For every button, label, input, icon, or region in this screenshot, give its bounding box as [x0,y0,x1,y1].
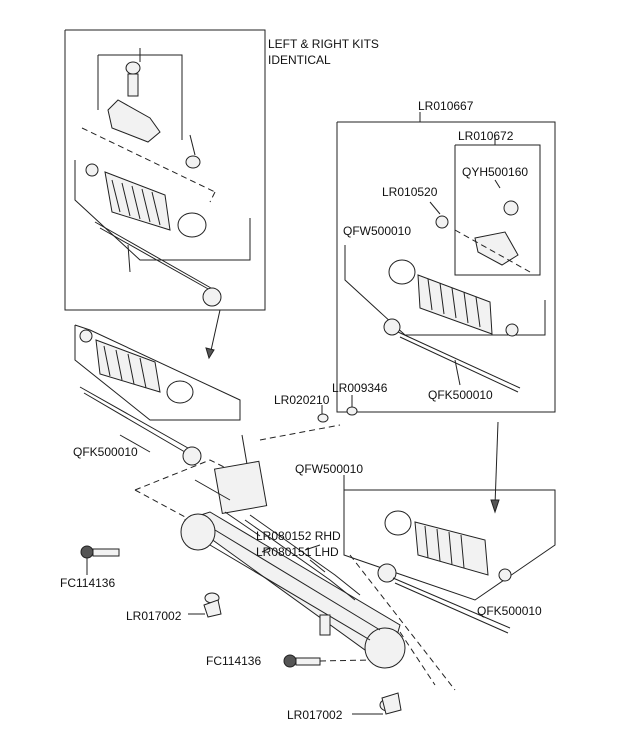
label-lr020210: LR020210 [274,393,330,407]
label-kits-line1: LEFT & RIGHT KITS [268,37,379,51]
label-qfw500010-top: QFW500010 [343,224,411,238]
label-fc114136-bottom: FC114136 [206,654,261,668]
boot-box-left [74,324,241,466]
kit-box-top-left [64,29,266,360]
label-lr009346: LR009346 [332,381,388,395]
label-lr080151: LR080151 LHD [256,545,339,559]
label-lr017002-bottom: LR017002 [287,708,343,722]
label-lr010672: LR010672 [458,129,514,143]
label-qfk500010-lower: QFK500010 [477,604,542,618]
bracket-bottom [352,692,402,715]
bolt-bottom [283,654,371,668]
label-fc114136-left: FC114136 [60,576,115,590]
steering-rack-assembly [134,424,456,712]
label-lr080152: LR080152 RHD [256,529,341,543]
bolt-left [80,545,120,575]
bracket-left [188,599,222,618]
label-lr010667: LR010667 [418,99,474,113]
label-qfk500010-left: QFK500010 [73,445,138,459]
clip-parts [317,395,358,423]
label-qfk500010-right: QFK500010 [428,388,493,402]
kit-box-right [336,112,556,514]
label-lr010520: LR010520 [382,185,438,199]
label-qyh500160: QYH500160 [462,165,528,179]
label-kits-line2: IDENTICAL [268,53,331,67]
label-lr017002-left: LR017002 [126,609,182,623]
boot-box-middle-right [343,475,556,634]
label-qfw500010-mid: QFW500010 [295,462,363,476]
